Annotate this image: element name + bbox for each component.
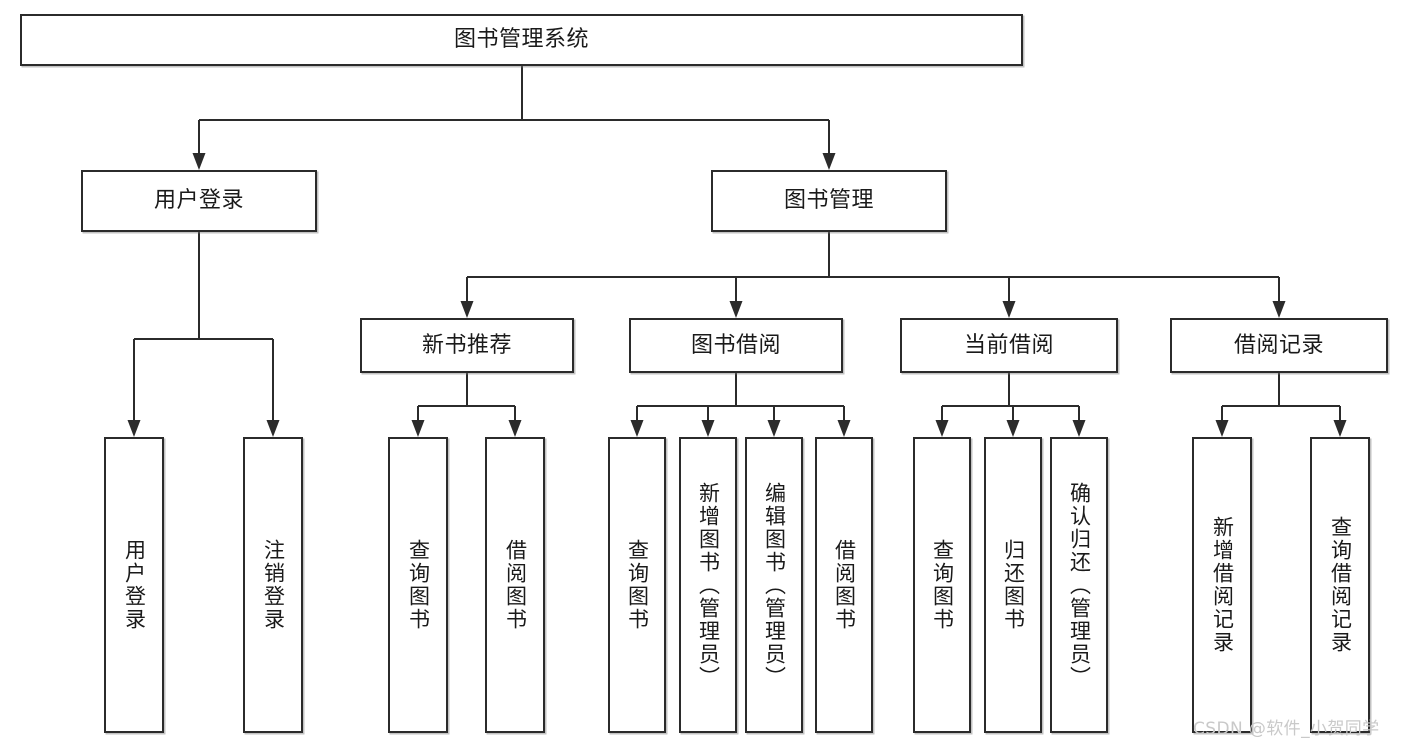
node-label: 用户登录 <box>153 188 244 214</box>
arrow-head-icon <box>767 420 781 437</box>
node-leaf-borrow-book-2[interactable]: 借阅图书 <box>815 437 873 733</box>
node-label: 借阅记录 <box>1233 332 1324 358</box>
node-leaf-query-book-3[interactable]: 查询图书 <box>913 437 971 733</box>
node-leaf-edit-book[interactable]: 编辑图书（管理员） <box>745 437 803 733</box>
node-label: 查询图书 <box>406 539 431 631</box>
arrow-head-icon <box>411 420 425 437</box>
arrow-head-icon <box>1272 301 1286 318</box>
node-label: 新增图书（管理员） <box>696 481 721 689</box>
arrow-head-icon <box>1072 420 1086 437</box>
node-label: 借阅图书 <box>832 539 857 631</box>
arrow-head-icon <box>460 301 474 318</box>
node-new-book-rec[interactable]: 新书推荐 <box>360 318 574 373</box>
node-label: 新书推荐 <box>421 332 512 358</box>
node-root[interactable]: 图书管理系统 <box>20 14 1023 66</box>
arrow-head-icon <box>1215 420 1229 437</box>
node-label: 新增借阅记录 <box>1210 516 1235 654</box>
node-label: 归还图书 <box>1001 539 1026 631</box>
arrow-head-icon <box>701 420 715 437</box>
node-leaf-query-record[interactable]: 查询借阅记录 <box>1310 437 1370 733</box>
node-leaf-add-book[interactable]: 新增图书（管理员） <box>679 437 737 733</box>
node-label: 用户登录 <box>122 539 147 631</box>
node-label: 查询图书 <box>625 539 650 631</box>
arrow-head-icon <box>508 420 522 437</box>
arrow-head-icon <box>1002 301 1016 318</box>
node-leaf-add-record[interactable]: 新增借阅记录 <box>1192 437 1252 733</box>
node-leaf-query-book-1[interactable]: 查询图书 <box>388 437 448 733</box>
arrow-head-icon <box>1006 420 1020 437</box>
node-label: 注销登录 <box>261 539 286 631</box>
node-label: 编辑图书（管理员） <box>762 481 787 689</box>
arrow-head-icon <box>729 301 743 318</box>
node-leaf-user-login[interactable]: 用户登录 <box>104 437 164 733</box>
arrow-head-icon <box>935 420 949 437</box>
node-label: 查询借阅记录 <box>1328 516 1353 654</box>
node-label: 当前借阅 <box>963 332 1054 358</box>
node-label: 借阅图书 <box>503 539 528 631</box>
arrow-head-icon <box>192 153 206 170</box>
arrow-head-icon <box>266 420 280 437</box>
node-label: 查询图书 <box>930 539 955 631</box>
arrow-head-icon <box>630 420 644 437</box>
node-leaf-query-book-2[interactable]: 查询图书 <box>608 437 666 733</box>
node-user-login[interactable]: 用户登录 <box>81 170 317 232</box>
arrow-head-icon <box>822 153 836 170</box>
arrow-head-icon <box>1333 420 1347 437</box>
node-label: 确认归还（管理员） <box>1067 481 1092 689</box>
node-label: 图书借阅 <box>690 332 781 358</box>
arrow-head-icon <box>837 420 851 437</box>
node-leaf-confirm-return[interactable]: 确认归还（管理员） <box>1050 437 1108 733</box>
node-leaf-return-book[interactable]: 归还图书 <box>984 437 1042 733</box>
node-leaf-logout[interactable]: 注销登录 <box>243 437 303 733</box>
node-current-borrow[interactable]: 当前借阅 <box>900 318 1118 373</box>
node-borrow-record[interactable]: 借阅记录 <box>1170 318 1388 373</box>
node-leaf-borrow-book-1[interactable]: 借阅图书 <box>485 437 545 733</box>
node-book-borrow[interactable]: 图书借阅 <box>629 318 843 373</box>
arrow-head-icon <box>127 420 141 437</box>
node-label: 图书管理 <box>783 188 874 214</box>
node-book-manage[interactable]: 图书管理 <box>711 170 947 232</box>
node-label: 图书管理系统 <box>453 27 589 53</box>
